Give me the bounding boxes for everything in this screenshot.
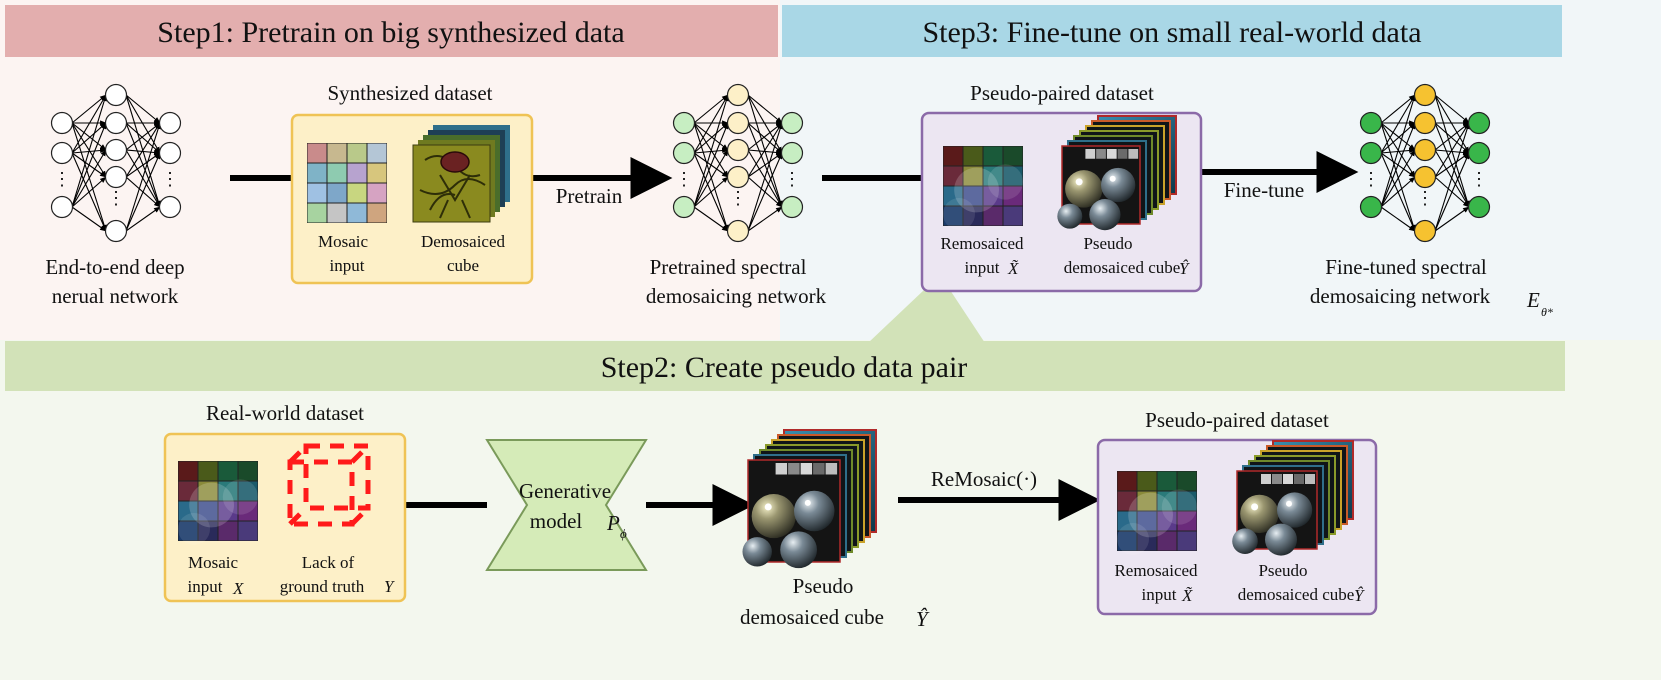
generative-label-1: Generative — [519, 479, 611, 503]
e2e-network-icon: ⋮ ⋮ ⋮ — [50, 83, 182, 243]
e2e-label-line2: nerual network — [52, 284, 179, 308]
bot-remosaiced-label-1: Remosaiced — [1114, 561, 1198, 580]
pseudo-cube-image — [742, 429, 877, 569]
svg-text:⋮: ⋮ — [675, 169, 693, 189]
finetuned-label-line1: Fine-tuned spectral — [1325, 255, 1487, 279]
bot-pseudo-label-2: demosaiced cube — [1238, 585, 1355, 604]
generative-model-shape — [485, 439, 648, 571]
pseudo-cube-label-2: demosaiced cube — [740, 605, 884, 629]
missing-ground-truth-icon — [287, 443, 371, 527]
generative-symbol: P — [606, 511, 620, 535]
real-mosaic-label-1: Mosaic — [188, 553, 239, 572]
callout-wedge — [868, 290, 985, 343]
pretrain-label: Pretrain — [556, 184, 623, 208]
svg-text:⋮: ⋮ — [1470, 169, 1488, 189]
synth-mosaic-image — [307, 143, 387, 223]
svg-text:⋮: ⋮ — [107, 188, 125, 208]
pretrained-label-line2: demosaicing network — [646, 284, 827, 308]
top-x-tilde: X̃ — [1007, 259, 1019, 278]
finetune-label: Fine-tune — [1224, 178, 1304, 202]
remosaic-label: ReMosaic(·) — [931, 467, 1037, 491]
svg-text:⋮: ⋮ — [783, 169, 801, 189]
finetuned-symbol: E — [1526, 288, 1540, 312]
finetuned-network-icon: ⋮ ⋮ ⋮ — [1359, 83, 1491, 243]
top-remosaiced-label-2: input — [965, 258, 1000, 277]
lack-label-2: ground truth — [280, 577, 365, 596]
top-pseudo-label-1: Pseudo — [1083, 234, 1132, 253]
bottom-remosaiced-image — [1117, 471, 1197, 555]
lack-label-1: Lack of — [302, 553, 355, 572]
real-y: Y — [384, 577, 395, 596]
e2e-label-line1: End-to-end deep — [45, 255, 184, 279]
realworld-title: Real-world dataset — [206, 401, 364, 425]
synth-cube-image — [412, 125, 510, 223]
svg-text:⋮: ⋮ — [1416, 188, 1434, 208]
svg-text:⋮: ⋮ — [1362, 169, 1380, 189]
synth-mosaic-label-2: input — [330, 256, 365, 275]
pretrained-network-icon: ⋮ ⋮ ⋮ — [672, 83, 804, 243]
synth-cube-label-2: cube — [447, 256, 479, 275]
pseudo-cube-y-hat: Ŷ — [916, 607, 930, 631]
finetuned-label-line2: demosaicing network — [1310, 284, 1491, 308]
pretrained-label-line1: Pretrained spectral — [650, 255, 807, 279]
top-remosaiced-label-1: Remosaiced — [940, 234, 1024, 253]
svg-text:⋮: ⋮ — [53, 169, 71, 189]
finetuned-symbol-sub: θ* — [1541, 305, 1553, 319]
synth-cube-label-1: Demosaiced — [421, 232, 506, 251]
top-pseudo-label-2: demosaiced cube — [1064, 258, 1181, 277]
pseudo-bottom-title: Pseudo-paired dataset — [1145, 408, 1329, 432]
generative-label-2: model — [530, 509, 583, 533]
pseudo-cube-label-1: Pseudo — [793, 574, 854, 598]
svg-text:⋮: ⋮ — [161, 169, 179, 189]
step1-title: Step1: Pretrain on big synthesized data — [157, 16, 624, 49]
svg-text:⋮: ⋮ — [729, 188, 747, 208]
bottom-pseudo-cube-image — [1232, 440, 1354, 556]
bot-pseudo-label-1: Pseudo — [1258, 561, 1307, 580]
bot-x-tilde: X̃ — [1181, 586, 1193, 605]
top-pseudo-cube-image — [1057, 115, 1177, 231]
synth-mosaic-label-1: Mosaic — [318, 232, 369, 251]
step2-header — [5, 341, 1565, 391]
real-mosaic-label-2: input — [188, 577, 223, 596]
pseudo-top-title: Pseudo-paired dataset — [970, 81, 1154, 105]
top-remosaiced-image — [943, 146, 1024, 230]
bot-remosaiced-label-2: input — [1142, 585, 1177, 604]
top-y-hat: Ŷ — [1179, 259, 1190, 278]
step3-header — [782, 5, 1562, 57]
synth-title: Synthesized dataset — [327, 81, 492, 105]
bot-y-hat: Ŷ — [1354, 586, 1365, 605]
real-mosaic-image — [178, 461, 258, 545]
step3-title: Step3: Fine-tune on small real-world dat… — [922, 16, 1421, 49]
generative-symbol-sub: ϕ — [620, 526, 627, 541]
real-x: X — [232, 579, 244, 598]
step1-header — [5, 5, 778, 57]
step2-title: Step2: Create pseudo data pair — [601, 351, 968, 384]
